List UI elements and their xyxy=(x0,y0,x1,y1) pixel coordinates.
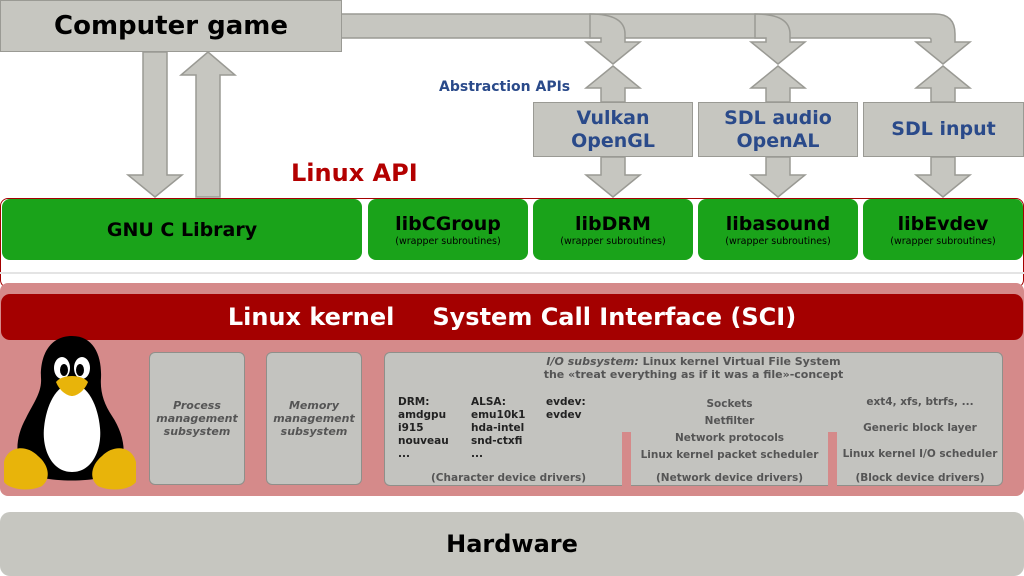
io-subsystem-subtitle: the «treat everything as if it was a fil… xyxy=(543,368,844,381)
library-libasound-sub: (wrapper subroutines) xyxy=(725,235,831,247)
block-generic: Generic block layer xyxy=(863,422,977,434)
tux-penguin-icon xyxy=(4,336,136,490)
sci-label: System Call Interface (SCI) xyxy=(432,303,797,331)
block-scheduler: Linux kernel I/O scheduler xyxy=(842,448,998,460)
arrow-game-to-glibc xyxy=(125,51,185,198)
network-item: Netfilter xyxy=(704,415,755,427)
separator-char-net xyxy=(622,432,631,486)
arrow-down-libdrm xyxy=(583,156,643,198)
abstraction-apis-label: Abstraction APIs xyxy=(439,79,571,95)
api-box-sdl-audio-line2: OpenAL xyxy=(736,129,820,152)
api-box-vulkan-line2: OpenGL xyxy=(571,129,655,152)
io-subsystem-box xyxy=(384,352,1003,486)
hardware-label: Hardware xyxy=(446,530,578,558)
network-drivers-label: (Network device drivers) xyxy=(655,472,804,484)
alsa-drivers: ALSA: emu10k1 hda-intel snd-ctxfi ... xyxy=(471,396,526,460)
game-pipe xyxy=(339,13,973,65)
library-gnu-c: GNU C Library xyxy=(2,199,362,260)
separator-net-block xyxy=(828,432,837,486)
pipe-to-sdl-audio xyxy=(748,13,808,65)
library-libdrm: libDRM (wrapper subroutines) xyxy=(533,199,693,260)
arrow-down-libasound xyxy=(748,156,808,198)
network-stack: Sockets Netfilter Network protocols Linu… xyxy=(631,396,828,464)
process-management-box: Process management subsystem xyxy=(149,352,245,485)
block-drivers-label: (Block device drivers) xyxy=(855,472,985,484)
io-subsystem-title: I/O subsystem: Linux kernel Virtual File… xyxy=(384,355,1003,381)
library-libcgroup-sub: (wrapper subroutines) xyxy=(395,235,501,247)
process-management-label: Process management subsystem xyxy=(156,399,238,438)
network-item: Network protocols xyxy=(674,432,785,444)
library-libevdev: libEvdev (wrapper subroutines) xyxy=(863,199,1023,260)
library-libcgroup: libCGroup (wrapper subroutines) xyxy=(368,199,528,260)
library-libasound: libasound (wrapper subroutines) xyxy=(698,199,858,260)
computer-game-label: Computer game xyxy=(54,11,288,41)
arrow-down-libevdev xyxy=(913,156,973,198)
api-box-vulkan: Vulkan OpenGL xyxy=(533,102,693,157)
library-libevdev-sub: (wrapper subroutines) xyxy=(890,235,996,247)
library-libcgroup-name: libCGroup xyxy=(395,212,501,235)
arrow-up-sdl-input xyxy=(913,65,973,103)
arrow-glibc-to-game xyxy=(178,51,238,198)
computer-game-box: Computer game xyxy=(0,0,342,52)
library-libdrm-name: libDRM xyxy=(575,212,651,235)
api-box-sdl-audio: SDL audio OpenAL xyxy=(698,102,858,157)
network-item: Sockets xyxy=(706,398,753,410)
memory-management-box: Memory management subsystem xyxy=(266,352,362,485)
pipe-to-vulkan xyxy=(583,13,643,65)
library-gnu-c-name: GNU C Library xyxy=(106,218,258,241)
api-box-sdl-audio-line1: SDL audio xyxy=(724,106,832,129)
api-box-sdl-input-line1: SDL input xyxy=(891,118,996,140)
io-subsystem-title-em: I/O subsystem: xyxy=(546,355,639,368)
linux-api-label: Linux API xyxy=(291,159,418,187)
evdev-drivers: evdev: evdev xyxy=(546,396,586,421)
io-subsystem-title-rest: Linux kernel Virtual File System xyxy=(638,355,841,368)
library-libevdev-name: libEvdev xyxy=(897,212,989,235)
api-box-sdl-input: SDL input xyxy=(863,102,1024,157)
divider-line xyxy=(0,272,1024,274)
kernel-name: Linux kernel xyxy=(227,303,395,331)
sci-bar: Linux kernel System Call Interface (SCI) xyxy=(1,294,1023,340)
arrow-up-vulkan xyxy=(583,65,643,103)
api-box-vulkan-line1: Vulkan xyxy=(576,106,650,129)
drm-drivers: DRM: amdgpu i915 nouveau ... xyxy=(398,396,449,460)
network-item: Linux kernel packet scheduler xyxy=(640,449,819,461)
library-libdrm-sub: (wrapper subroutines) xyxy=(560,235,666,247)
hardware-bar: Hardware xyxy=(0,512,1024,576)
character-drivers-label: (Character device drivers) xyxy=(431,472,587,484)
library-libasound-name: libasound xyxy=(725,212,831,235)
memory-management-label: Memory management subsystem xyxy=(273,399,355,438)
block-fs: ext4, xfs, btrfs, ... xyxy=(866,396,974,408)
arrow-up-sdl-audio xyxy=(748,65,808,103)
